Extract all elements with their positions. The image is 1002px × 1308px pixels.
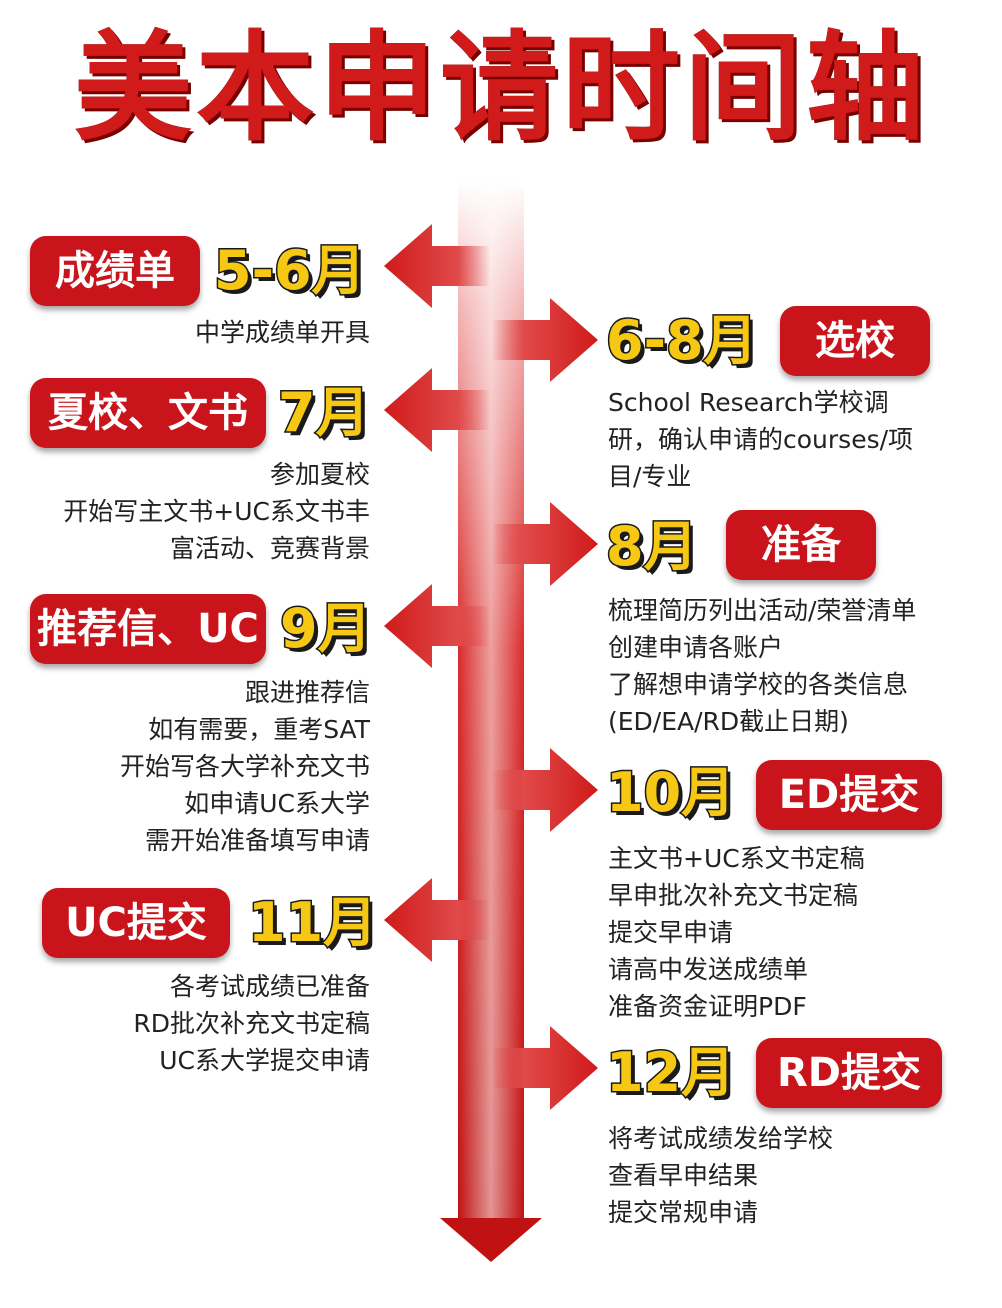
desc-line: 如有需要，重考SAT: [148, 715, 370, 744]
right-month-1: 6-8月: [605, 309, 760, 372]
left-desc-1: 中学成绩单开具: [195, 314, 370, 351]
desc-line: 创建申请各账户: [608, 633, 784, 662]
right-desc-2: 梳理简历列出活动/荣誉清单 创建申请各账户 了解想申请学校的各类信息 (ED/E…: [608, 592, 916, 740]
left-branch-arrow-1: [384, 224, 490, 308]
left-badge-4: UC提交: [42, 888, 230, 958]
desc-line: 目/专业: [608, 462, 692, 491]
desc-line: 提交常规申请: [608, 1198, 759, 1227]
desc-line: School Research学校调: [608, 388, 889, 417]
desc-line: 提交早申请: [608, 918, 734, 947]
left-month-2: 7月: [277, 381, 372, 444]
desc-line: UC系大学提交申请: [159, 1046, 370, 1075]
left-badge-3: 推荐信、UC: [30, 594, 266, 664]
left-month-1: 5-6月: [213, 239, 368, 302]
right-branch-arrow-3: [492, 748, 598, 832]
right-month-4: 12月: [604, 1041, 736, 1104]
right-branch-arrow-4: [492, 1026, 598, 1110]
timeline-arrowhead: [440, 1218, 542, 1262]
desc-line: 跟进推荐信: [244, 678, 370, 707]
left-desc-2: 参加夏校 开始写主文书+UC系文书丰 富活动、竞赛背景: [63, 456, 370, 567]
desc-line: 请高中发送成绩单: [608, 955, 809, 984]
right-desc-3: 主文书+UC系文书定稿 早申批次补充文书定稿 提交早申请 请高中发送成绩单 准备…: [608, 840, 865, 1025]
right-badge-1: 选校: [780, 306, 930, 376]
right-month-3: 10月: [604, 761, 736, 824]
desc-line: 梳理简历列出活动/荣誉清单: [608, 596, 917, 625]
left-badge-1: 成绩单: [30, 236, 200, 306]
desc-line: 早申批次补充文书定稿: [608, 881, 859, 910]
left-branch-arrow-3: [384, 584, 490, 668]
desc-line: 主文书+UC系文书定稿: [608, 844, 865, 873]
left-desc-3: 跟进推荐信 如有需要，重考SAT 开始写各大学补充文书 如申请UC系大学 需开始…: [120, 674, 370, 859]
left-desc-4: 各考试成绩已准备 RD批次补充文书定稿 UC系大学提交申请: [133, 968, 370, 1079]
desc-line: 开始写各大学补充文书: [119, 752, 370, 781]
desc-line: RD批次补充文书定稿: [133, 1009, 370, 1038]
right-badge-3: ED提交: [756, 760, 942, 830]
desc-line: 中学成绩单开具: [194, 318, 370, 347]
right-branch-arrow-1: [492, 298, 598, 382]
desc-line: 将考试成绩发给学校: [608, 1124, 834, 1153]
page-title: 美本申请时间轴: [73, 19, 928, 157]
right-badge-2: 准备: [726, 510, 876, 580]
right-month-2: 8月: [605, 515, 700, 578]
right-desc-1: School Research学校调 研，确认申请的courses/项 目/专业: [608, 384, 913, 495]
desc-line: 需开始准备填写申请: [144, 826, 370, 855]
desc-line: 如申请UC系大学: [184, 789, 370, 818]
left-month-3: 9月: [279, 597, 374, 660]
desc-line: 准备资金证明PDF: [608, 992, 807, 1021]
left-badge-2: 夏校、文书: [30, 378, 266, 448]
desc-line: 了解想申请学校的各类信息: [608, 670, 909, 699]
right-branch-arrow-2: [492, 502, 598, 586]
desc-line: 研，确认申请的courses/项: [608, 425, 914, 454]
right-desc-4: 将考试成绩发给学校 查看早申结果 提交常规申请: [608, 1120, 833, 1231]
left-month-4: 11月: [246, 891, 378, 954]
desc-line: 开始写主文书+UC系文书丰: [63, 497, 370, 526]
left-branch-arrow-2: [384, 368, 490, 452]
desc-line: 富活动、竞赛背景: [169, 534, 370, 563]
desc-line: (ED/EA/RD截止日期): [608, 707, 849, 736]
left-branch-arrow-4: [384, 878, 490, 962]
desc-line: 查看早申结果: [608, 1161, 759, 1190]
desc-line: 各考试成绩已准备: [169, 972, 370, 1001]
desc-line: 参加夏校: [269, 460, 370, 489]
right-badge-4: RD提交: [756, 1038, 942, 1108]
